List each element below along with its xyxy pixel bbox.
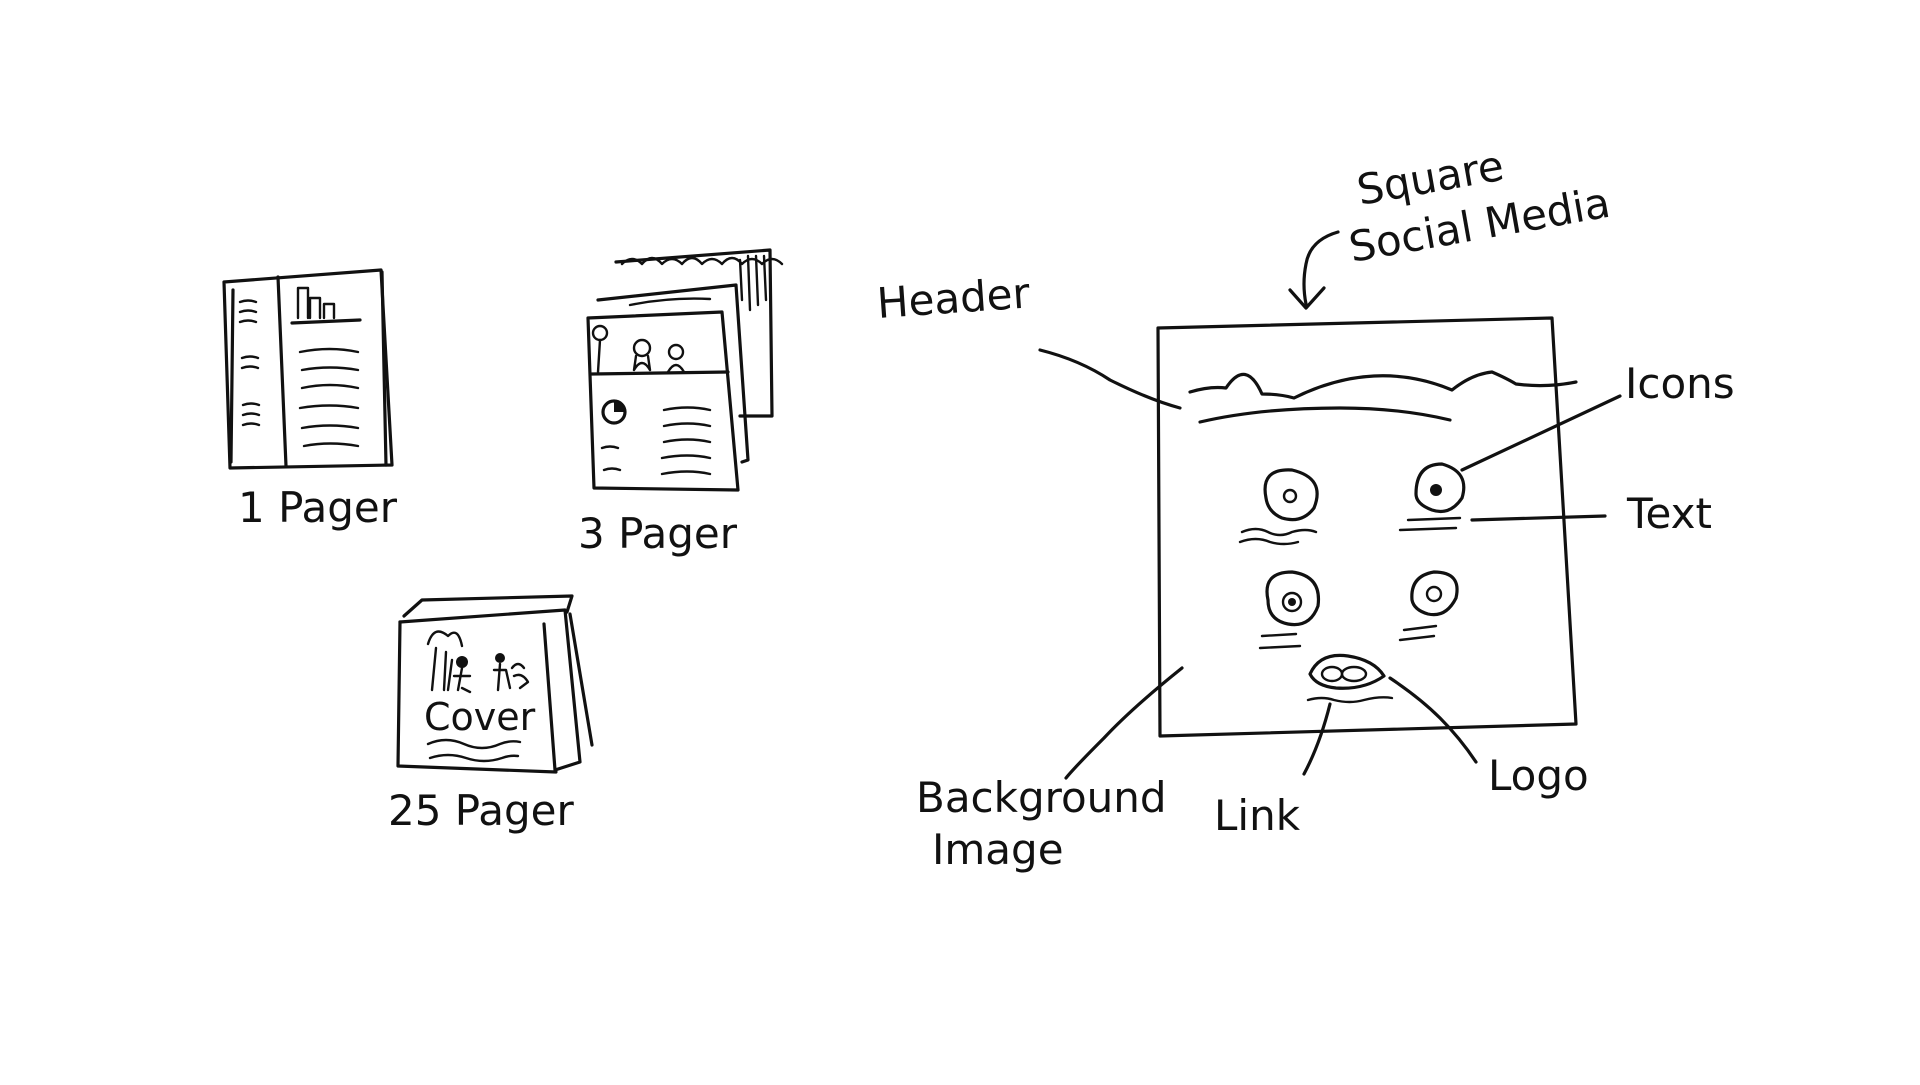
background-label-line2: Image bbox=[932, 825, 1064, 874]
eye-icon bbox=[1398, 570, 1459, 642]
three-pager-sketch: 3 Pager bbox=[578, 248, 784, 558]
cover-label: Cover bbox=[424, 695, 536, 739]
background-leader bbox=[1064, 666, 1184, 780]
twentyfive-pager-label: 25 Pager bbox=[388, 786, 574, 835]
link-underline bbox=[1306, 696, 1394, 704]
one-pager-label: 1 Pager bbox=[238, 483, 398, 532]
header-scribble bbox=[1188, 370, 1578, 400]
square-frame bbox=[1156, 316, 1578, 738]
icons-leader bbox=[1460, 394, 1622, 472]
text-label: Text bbox=[1626, 489, 1712, 538]
text-leader bbox=[1470, 514, 1607, 522]
logo-icon bbox=[1308, 653, 1386, 690]
header-label: Header bbox=[875, 268, 1032, 328]
eye-icon bbox=[1398, 462, 1466, 532]
icons-label: Icons bbox=[1625, 359, 1735, 408]
background-label-line1: Background bbox=[916, 773, 1167, 822]
eye-icon bbox=[1258, 570, 1321, 650]
eye-icon bbox=[1238, 468, 1319, 546]
logo-leader bbox=[1388, 676, 1478, 764]
twentyfive-pager-sketch: Cover 25 Pager bbox=[388, 594, 594, 835]
one-pager-sketch: 1 Pager bbox=[222, 268, 398, 532]
square-social-media-sketch: Square Social Media Header Icons Text Ba… bbox=[875, 141, 1734, 874]
logo-label: Logo bbox=[1488, 751, 1589, 800]
header-leader bbox=[1038, 348, 1182, 410]
three-pager-label: 3 Pager bbox=[578, 509, 738, 558]
link-leader bbox=[1302, 702, 1332, 776]
link-label: Link bbox=[1214, 791, 1301, 840]
